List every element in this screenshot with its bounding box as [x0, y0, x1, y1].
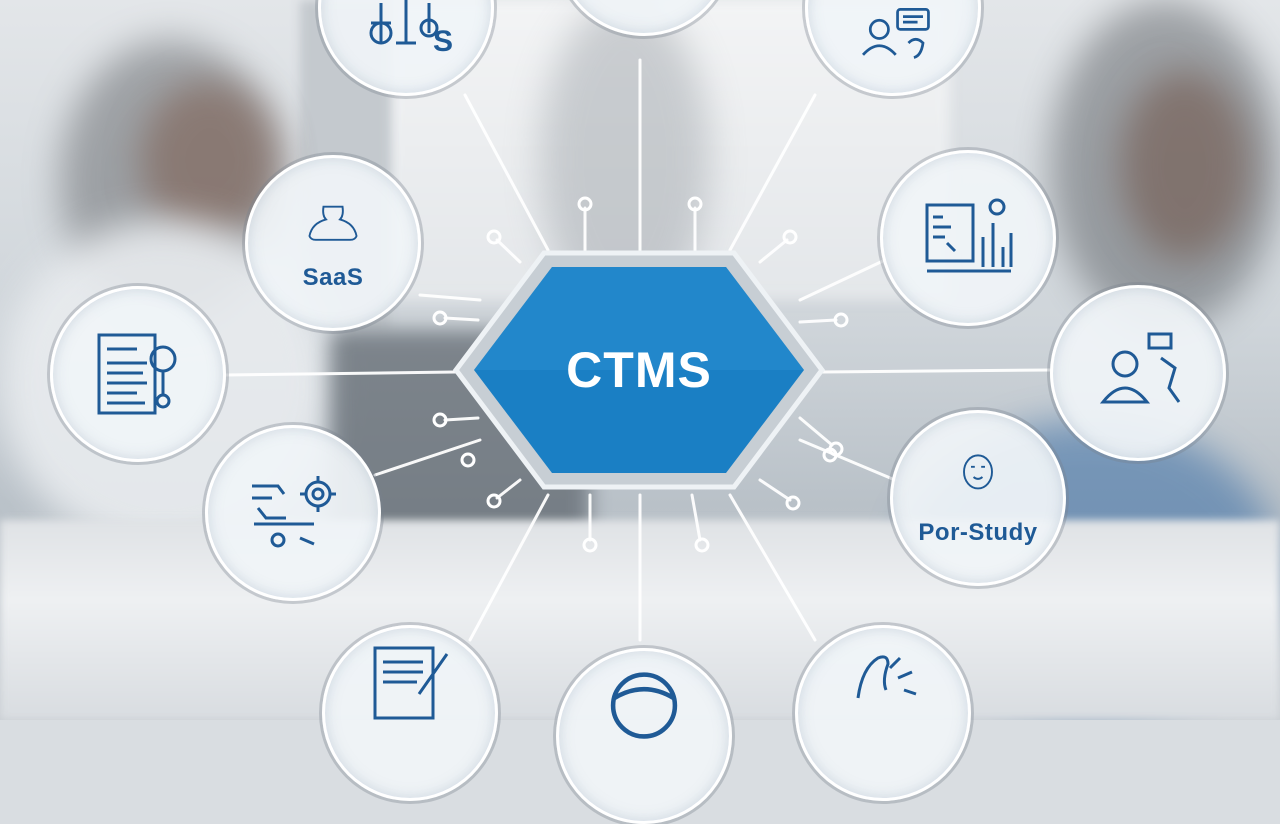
patient-node[interactable] — [1050, 285, 1226, 461]
chart-report-icon — [925, 198, 1013, 273]
budget-balance-icon — [369, 0, 439, 45]
per-study-node[interactable]: Por-Study — [890, 410, 1066, 586]
globe-icon — [610, 672, 678, 739]
document-stethoscope-icon — [97, 333, 177, 415]
node-label-s: S — [433, 25, 454, 58]
hub-label: CTMS — [566, 342, 712, 398]
study-face-icon — [963, 454, 993, 490]
bottom-center-node[interactable] — [556, 648, 732, 824]
saas-label: SaaS — [302, 264, 364, 291]
per-study-label: Por-Study — [918, 519, 1038, 546]
saas-node[interactable]: SaaS — [245, 155, 421, 331]
consultation-icon — [861, 8, 930, 59]
workflow-node[interactable] — [205, 425, 381, 601]
hexagon-shape — [452, 250, 826, 490]
bottom-left-node[interactable] — [322, 625, 498, 801]
document-node[interactable] — [50, 286, 226, 462]
bottom-right-node[interactable] — [795, 625, 971, 801]
network-connector-lines — [223, 58, 1052, 642]
analytics-node[interactable] — [880, 150, 1056, 326]
patient-doctor-icon — [1099, 332, 1181, 404]
ctms-hub: CTMS — [452, 245, 826, 495]
report-pen-icon — [373, 646, 449, 720]
workflow-gear-icon — [252, 476, 336, 548]
cloud-dome-icon — [308, 205, 358, 241]
hand-sketch-icon — [856, 655, 917, 699]
